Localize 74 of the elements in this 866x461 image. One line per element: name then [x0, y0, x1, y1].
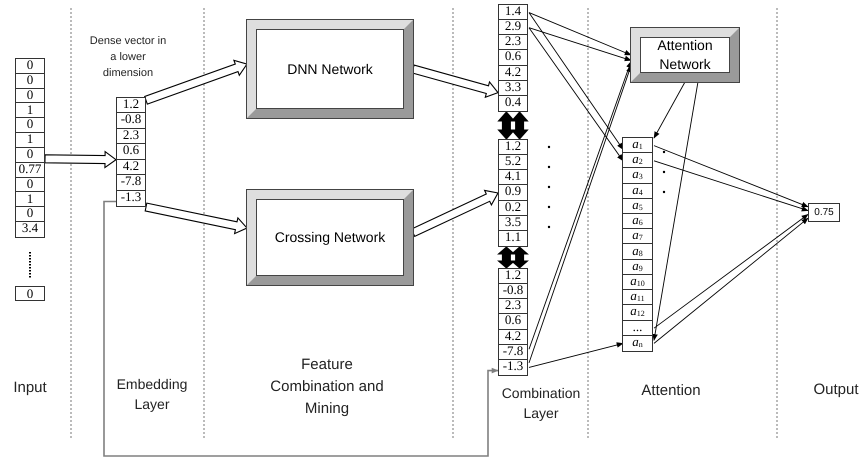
- vector-cell: 1: [16, 133, 44, 148]
- vector-cell: 1.2: [117, 98, 145, 114]
- vector-cell: 4.2: [499, 66, 527, 81]
- vector-cell: 4.1: [499, 170, 527, 186]
- vector-cell: -7.8: [499, 344, 527, 360]
- arrow: [652, 82, 698, 342]
- column-title: Output: [812, 380, 860, 400]
- vector-cell: 0: [15, 286, 45, 301]
- vector-cell: 3.5: [499, 216, 527, 231]
- vector-cell: 0: [16, 59, 44, 74]
- vector-cell: 2.3: [117, 128, 145, 144]
- column-title: Embedding Layer: [116, 375, 188, 414]
- vector-cell: ...: [623, 320, 652, 336]
- block-arrow: [144, 59, 248, 105]
- vector-column: [116, 97, 146, 207]
- vector-cell: 0: [16, 178, 44, 192]
- column-title: Attention: [640, 381, 702, 401]
- vector-cell: 0.6: [499, 314, 527, 330]
- vector-column: [498, 4, 528, 112]
- vector-cell: 0.2: [499, 200, 527, 216]
- block-arrow: [497, 246, 516, 269]
- vector-cell: 0: [16, 88, 44, 104]
- network-box: DNN Network: [247, 20, 413, 118]
- vector-cell: 1.2: [499, 269, 527, 284]
- annotation-text: Dense vector in a lower dimension: [88, 34, 168, 81]
- block-arrow: [510, 111, 529, 140]
- vector-cell: 2.3: [499, 299, 527, 314]
- vector-cell: 0: [16, 118, 44, 134]
- vector-column: [15, 58, 45, 238]
- block-arrow: [497, 111, 516, 140]
- vector-cell: 2.9: [499, 20, 527, 36]
- vector-cell: 1.2: [499, 140, 527, 156]
- vector-cell: -0.8: [117, 113, 145, 129]
- arrow: [654, 82, 686, 139]
- vector-cell: 1: [16, 192, 44, 208]
- output-value-box: 0.75: [808, 203, 840, 222]
- arrow: [528, 12, 632, 56]
- network-box: Crossing Network: [247, 190, 413, 285]
- arrow: [654, 160, 809, 212]
- block-arrow: [411, 64, 499, 98]
- arrow: [528, 12, 624, 150]
- arrow: [528, 27, 632, 62]
- vector-cell: 1.4: [499, 5, 527, 20]
- vector-cell: 0.6: [117, 144, 145, 160]
- vector-cell: a$_{9}$: [623, 260, 652, 275]
- vector-cell: 1: [16, 104, 44, 118]
- vector-cell: 0: [16, 148, 44, 163]
- column-title: Combination Layer: [500, 384, 582, 424]
- vector-column: [622, 137, 653, 352]
- network-box: Attention Network: [631, 28, 739, 82]
- feedback-arrow: [103, 200, 499, 457]
- vector-cell: a$_{4}$: [623, 184, 652, 199]
- column-title: Feature Combination and Mining: [269, 355, 385, 418]
- vector-cell: 0: [16, 74, 44, 89]
- arrow: [528, 27, 624, 162]
- vector-cell: 4.2: [499, 330, 527, 345]
- vector-cell: 2.3: [499, 35, 527, 50]
- vector-cell: 0.6: [499, 50, 527, 66]
- vector-column: [498, 139, 528, 247]
- column-title: Input: [12, 378, 48, 398]
- block-arrow: [510, 246, 529, 269]
- vector-cell: -0.8: [499, 284, 527, 300]
- vector-cell: 0: [16, 207, 44, 222]
- block-arrow: [44, 150, 117, 169]
- vector-cell: 5.2: [499, 155, 527, 170]
- arrow: [528, 342, 624, 368]
- vector-cell: 0.77: [16, 162, 44, 178]
- vector-column: [498, 268, 528, 376]
- vector-cell: 4.2: [117, 160, 145, 176]
- vector-cell: -7.8: [117, 175, 145, 191]
- block-arrow: [144, 202, 248, 235]
- arrow: [654, 145, 809, 208]
- vector-cell: 3.3: [499, 80, 527, 96]
- vector-cell: 0.9: [499, 185, 527, 201]
